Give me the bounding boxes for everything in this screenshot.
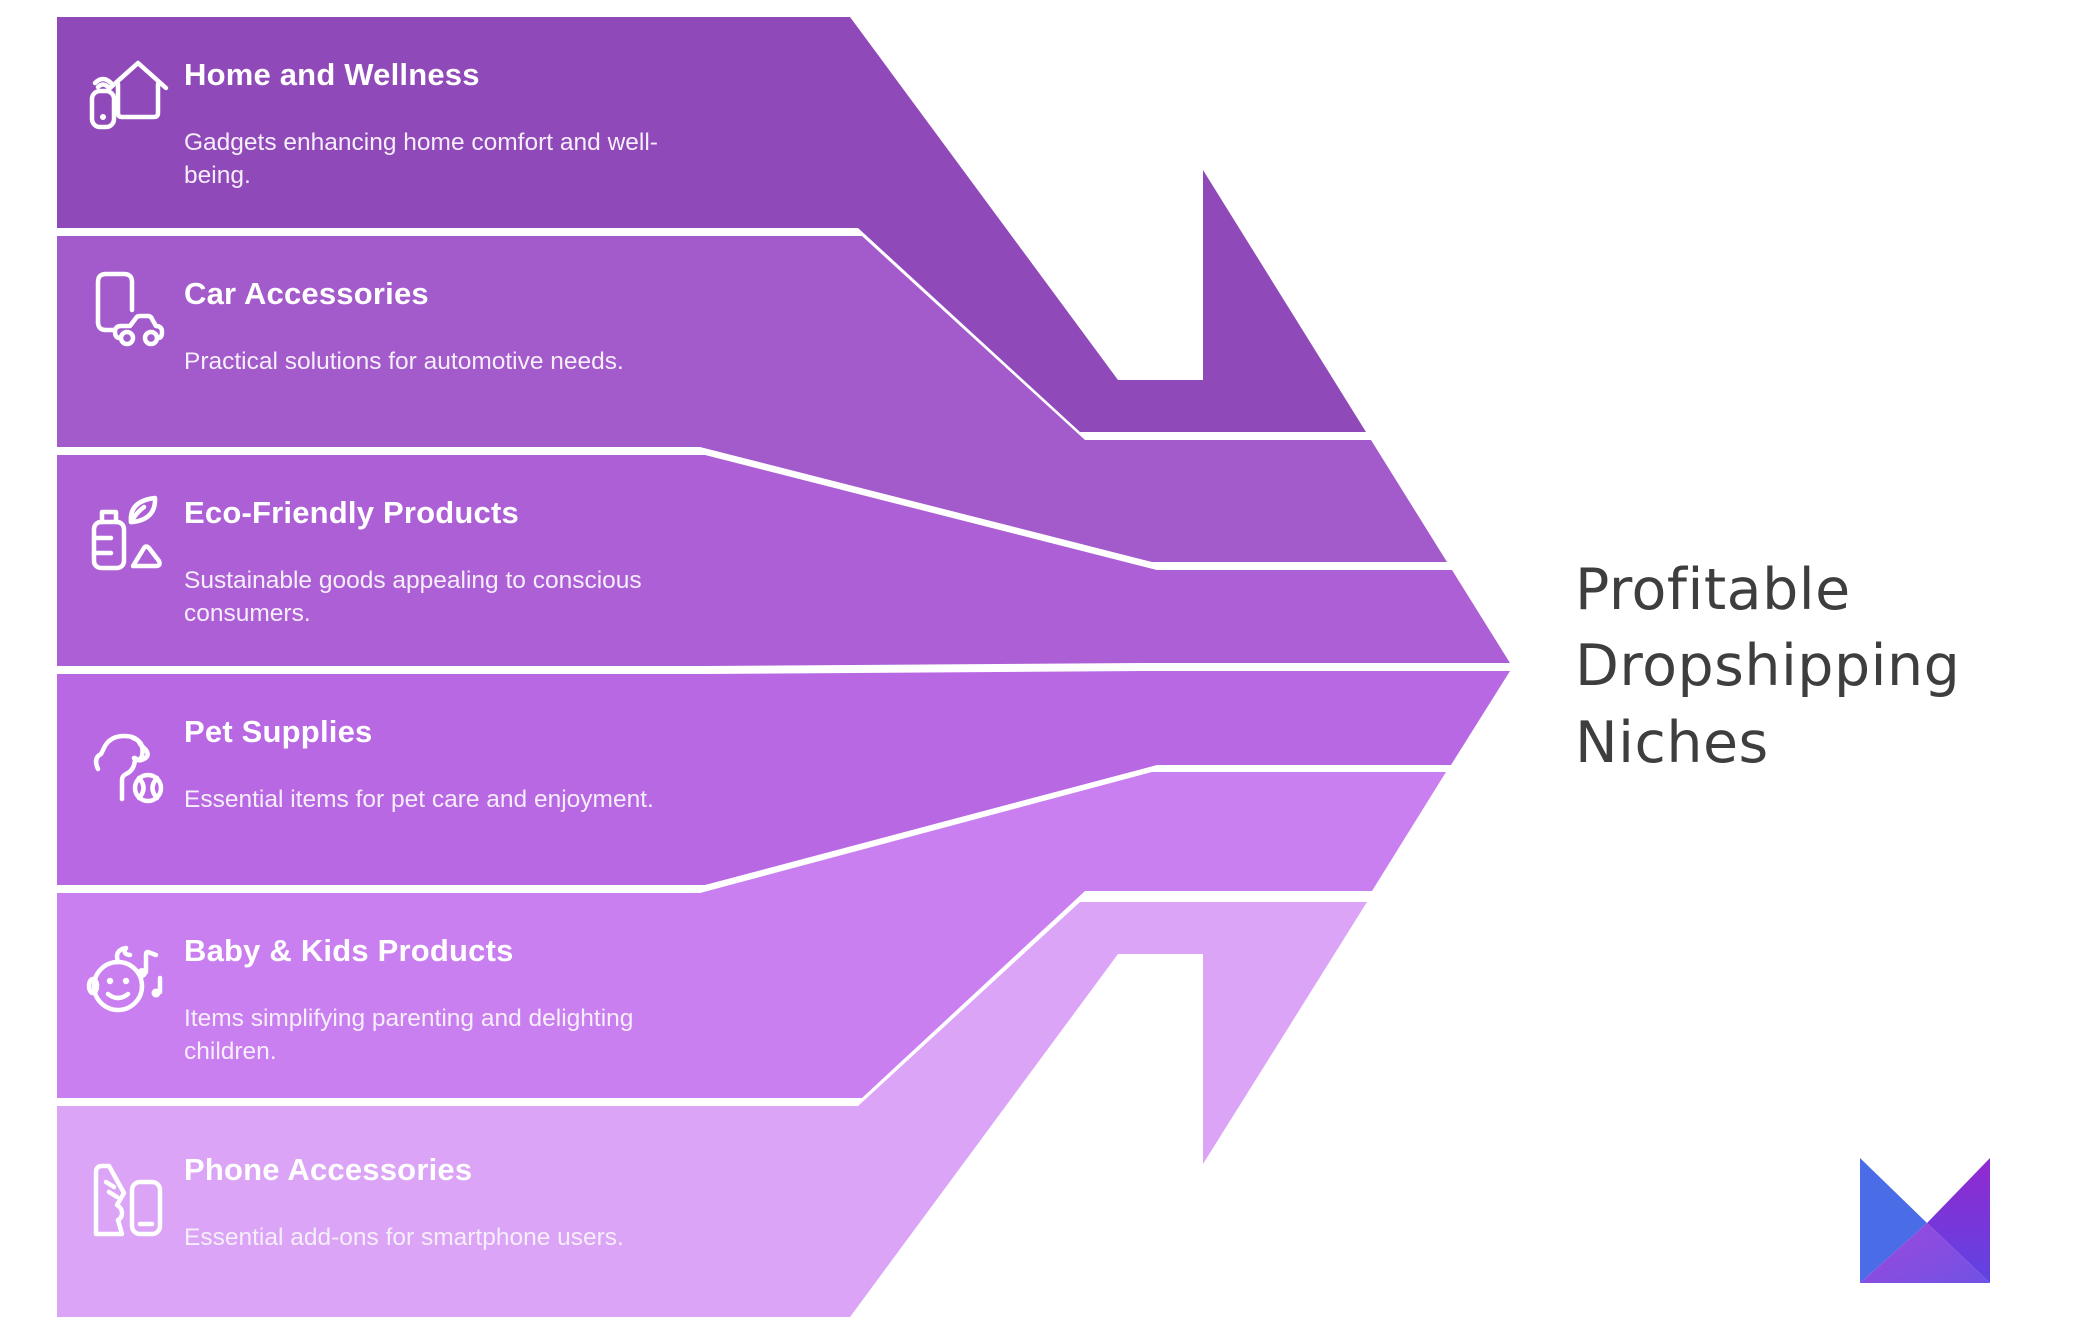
band-6-title: Phone Accessories [184,1152,473,1187]
band-5-description: Items simplifying parenting and delighti… [184,1005,634,1065]
ribbon-band-6 [57,902,1367,1317]
ribbon-band-2 [57,236,1447,562]
band-3-title: Eco-Friendly Products [184,495,519,530]
baby-music-icon [86,945,163,1013]
logo-right-triangle [1927,1158,1990,1283]
band-1-text: Home and Wellness Gadgets enhancing home… [184,57,694,192]
band-2-description: Practical solutions for automotive needs… [184,348,624,375]
page-title: Profitable Dropshipping Niches [1575,557,1961,776]
logo-left-triangle [1860,1158,1927,1283]
ribbon-band-4 [57,671,1510,885]
brand-logo [1860,1158,1990,1283]
ribbon-band-3 [57,455,1510,666]
band-1-description: Gadgets enhancing home comfort and well-… [184,129,658,189]
eco-bottle-leaf-icon [91,495,162,571]
dog-ball-icon [93,733,164,804]
band-4-description: Essential items for pet care and enjoyme… [184,786,654,813]
band-6-text: Phone Accessories Essential add-ons for … [184,1152,694,1255]
ribbon-band-5 [57,772,1446,1098]
ribbon-band-1 [57,17,1366,432]
band-5-text: Baby & Kids Products Items simplifying p… [184,933,694,1068]
band-3-text: Eco-Friendly Products Sustainable goods … [184,495,694,630]
band-4-title: Pet Supplies [184,714,373,749]
smart-home-icon [89,60,169,130]
band-6-description: Essential add-ons for smartphone users. [184,1224,624,1251]
band-4-text: Pet Supplies Essential items for pet car… [184,714,694,817]
band-2-title: Car Accessories [184,276,429,311]
band-5-title: Baby & Kids Products [184,933,514,968]
phone-car-icon [95,271,165,347]
band-1-title: Home and Wellness [184,57,480,92]
band-2-text: Car Accessories Practical solutions for … [184,276,694,379]
logo-bottom-triangle [1860,1223,1990,1283]
phone-case-icon [93,1163,163,1237]
band-3-description: Sustainable goods appealing to conscious… [184,567,642,627]
